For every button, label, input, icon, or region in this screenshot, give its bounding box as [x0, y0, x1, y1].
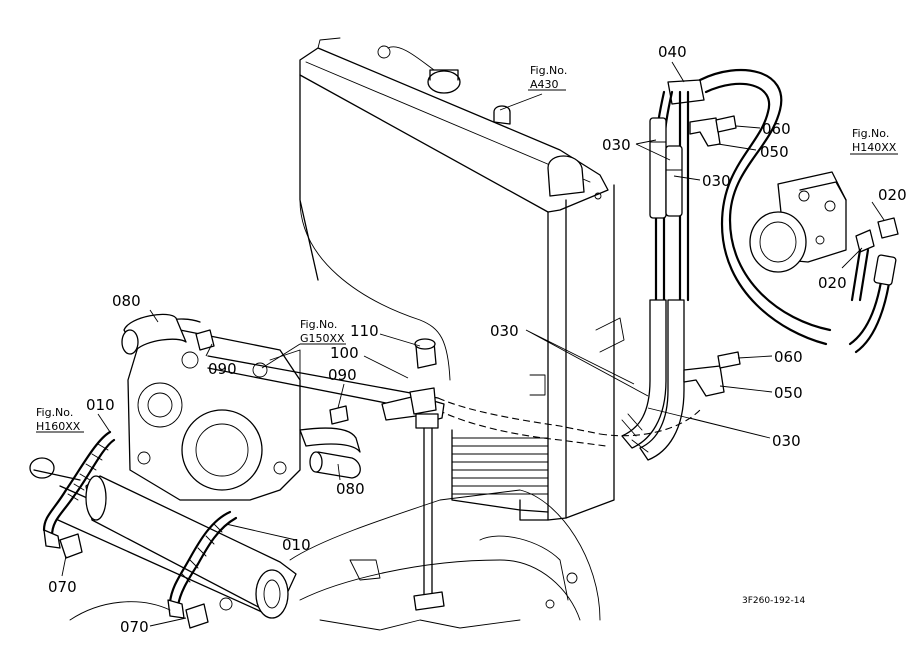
label-080: 080: [112, 292, 141, 310]
label-060: 060: [762, 120, 791, 138]
label-020: 020: [878, 186, 907, 204]
part-labels: 040 030 030 060 050 020 020 030 060 050 …: [48, 43, 907, 636]
label-030: 030: [702, 172, 731, 190]
label-070: 070: [48, 578, 77, 596]
label-030: 030: [772, 432, 801, 450]
fig-ref-label: Fig.No.: [852, 127, 889, 140]
label-080: 080: [336, 480, 365, 498]
drawing-code: 3F260-192-14: [742, 596, 805, 606]
label-010: 010: [282, 536, 311, 554]
label-050: 050: [760, 143, 789, 161]
cooler-pipes: [437, 68, 832, 461]
label-100: 100: [330, 344, 359, 362]
label-060: 060: [774, 348, 803, 366]
leader-lines: [36, 61, 898, 627]
label-070: 070: [120, 618, 149, 636]
fig-ref-number: H140XX: [852, 141, 897, 154]
hydraulic-motor: [749, 171, 899, 354]
fig-ref-label: Fig.No.: [36, 406, 73, 419]
lower-assembly: [29, 338, 601, 631]
label-030: 030: [602, 136, 631, 154]
label-040: 040: [658, 43, 687, 61]
fig-ref-number: H160XX: [36, 420, 81, 433]
label-050: 050: [774, 384, 803, 402]
radiator: [299, 37, 625, 521]
figure-references: Fig.No. A430 Fig.No. H140XX Fig.No. G150…: [36, 64, 897, 433]
fig-ref-number: A430: [530, 78, 559, 91]
label-010: 010: [86, 396, 115, 414]
gear-case: [121, 313, 301, 501]
label-020: 020: [818, 274, 847, 292]
label-090: 090: [328, 366, 357, 384]
label-030: 030: [490, 322, 519, 340]
fig-ref-label: Fig.No.: [530, 64, 567, 77]
fig-ref-number: G150XX: [300, 332, 345, 345]
label-110: 110: [350, 322, 379, 340]
label-090: 090: [208, 360, 237, 378]
fig-ref-label: Fig.No.: [300, 318, 337, 331]
